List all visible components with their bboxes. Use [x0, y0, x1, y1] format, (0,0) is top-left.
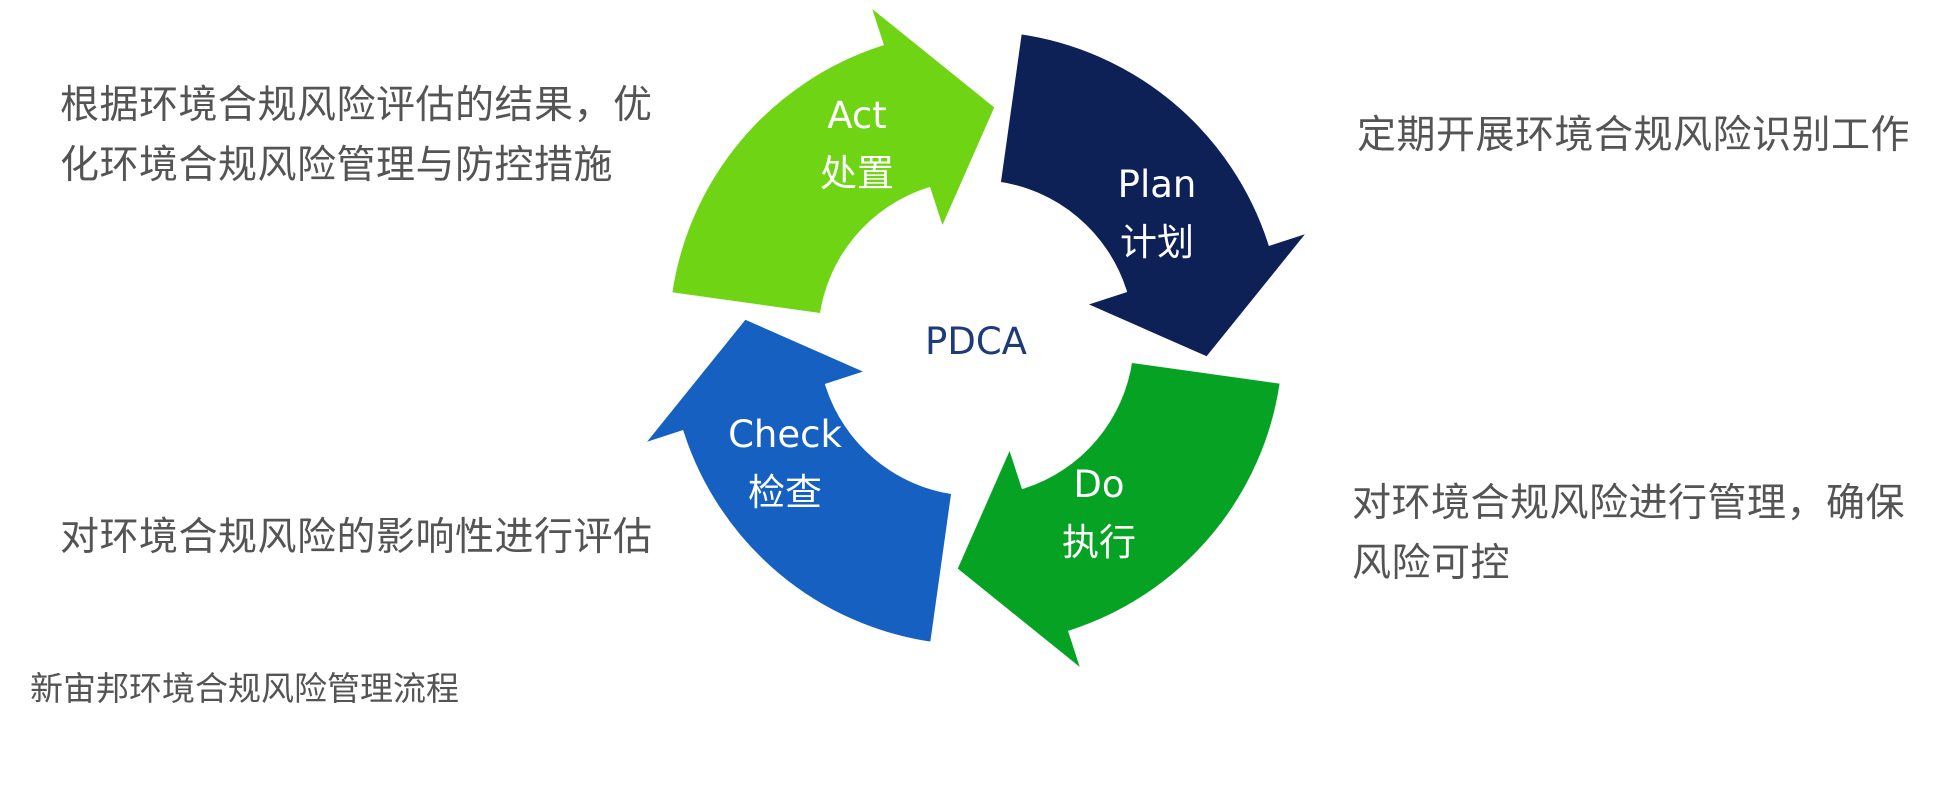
plan-label-en: Plan [1118, 163, 1197, 206]
do-description: 对环境合规风险进行管理，确保 风险可控 [1352, 474, 1905, 594]
check-arrow-segment [629, 312, 958, 649]
diagram-caption: 新宙邦环境合规风险管理流程 [30, 669, 459, 708]
do-label-en: Do [1073, 463, 1124, 506]
act-description-line-1: 根据环境合规风险评估的结果，优 [60, 83, 653, 128]
plan-label-zh: 计划 [1120, 221, 1194, 264]
check-label-en: Check [728, 413, 842, 456]
plan-description-line-1: 定期开展环境合规风险识别工作 [1357, 113, 1911, 158]
do-label-zh: 执行 [1062, 521, 1136, 564]
act-label-zh: 处置 [820, 152, 894, 195]
pdca-center-label: PDCA [925, 320, 1027, 363]
act-description: 根据环境合规风险评估的结果，优 化环境合规风险管理与防控措施 [60, 76, 653, 196]
check-description: 对环境合规风险的影响性进行评估 [60, 508, 653, 568]
act-label-en: Act [827, 94, 887, 137]
check-description-line-1: 对环境合规风险的影响性进行评估 [60, 515, 653, 560]
check-label-zh: 检查 [748, 471, 822, 514]
do-arrow-segment [950, 356, 1287, 685]
act-arrow-segment [665, 0, 1002, 320]
plan-description: 定期开展环境合规风险识别工作 [1357, 106, 1910, 166]
do-description-line-2: 风险可控 [1352, 541, 1511, 586]
plan-arrow-segment [994, 27, 1323, 364]
act-description-line-2: 化环境合规风险管理与防控措施 [60, 143, 614, 188]
do-description-line-1: 对环境合规风险进行管理，确保 [1352, 481, 1906, 526]
